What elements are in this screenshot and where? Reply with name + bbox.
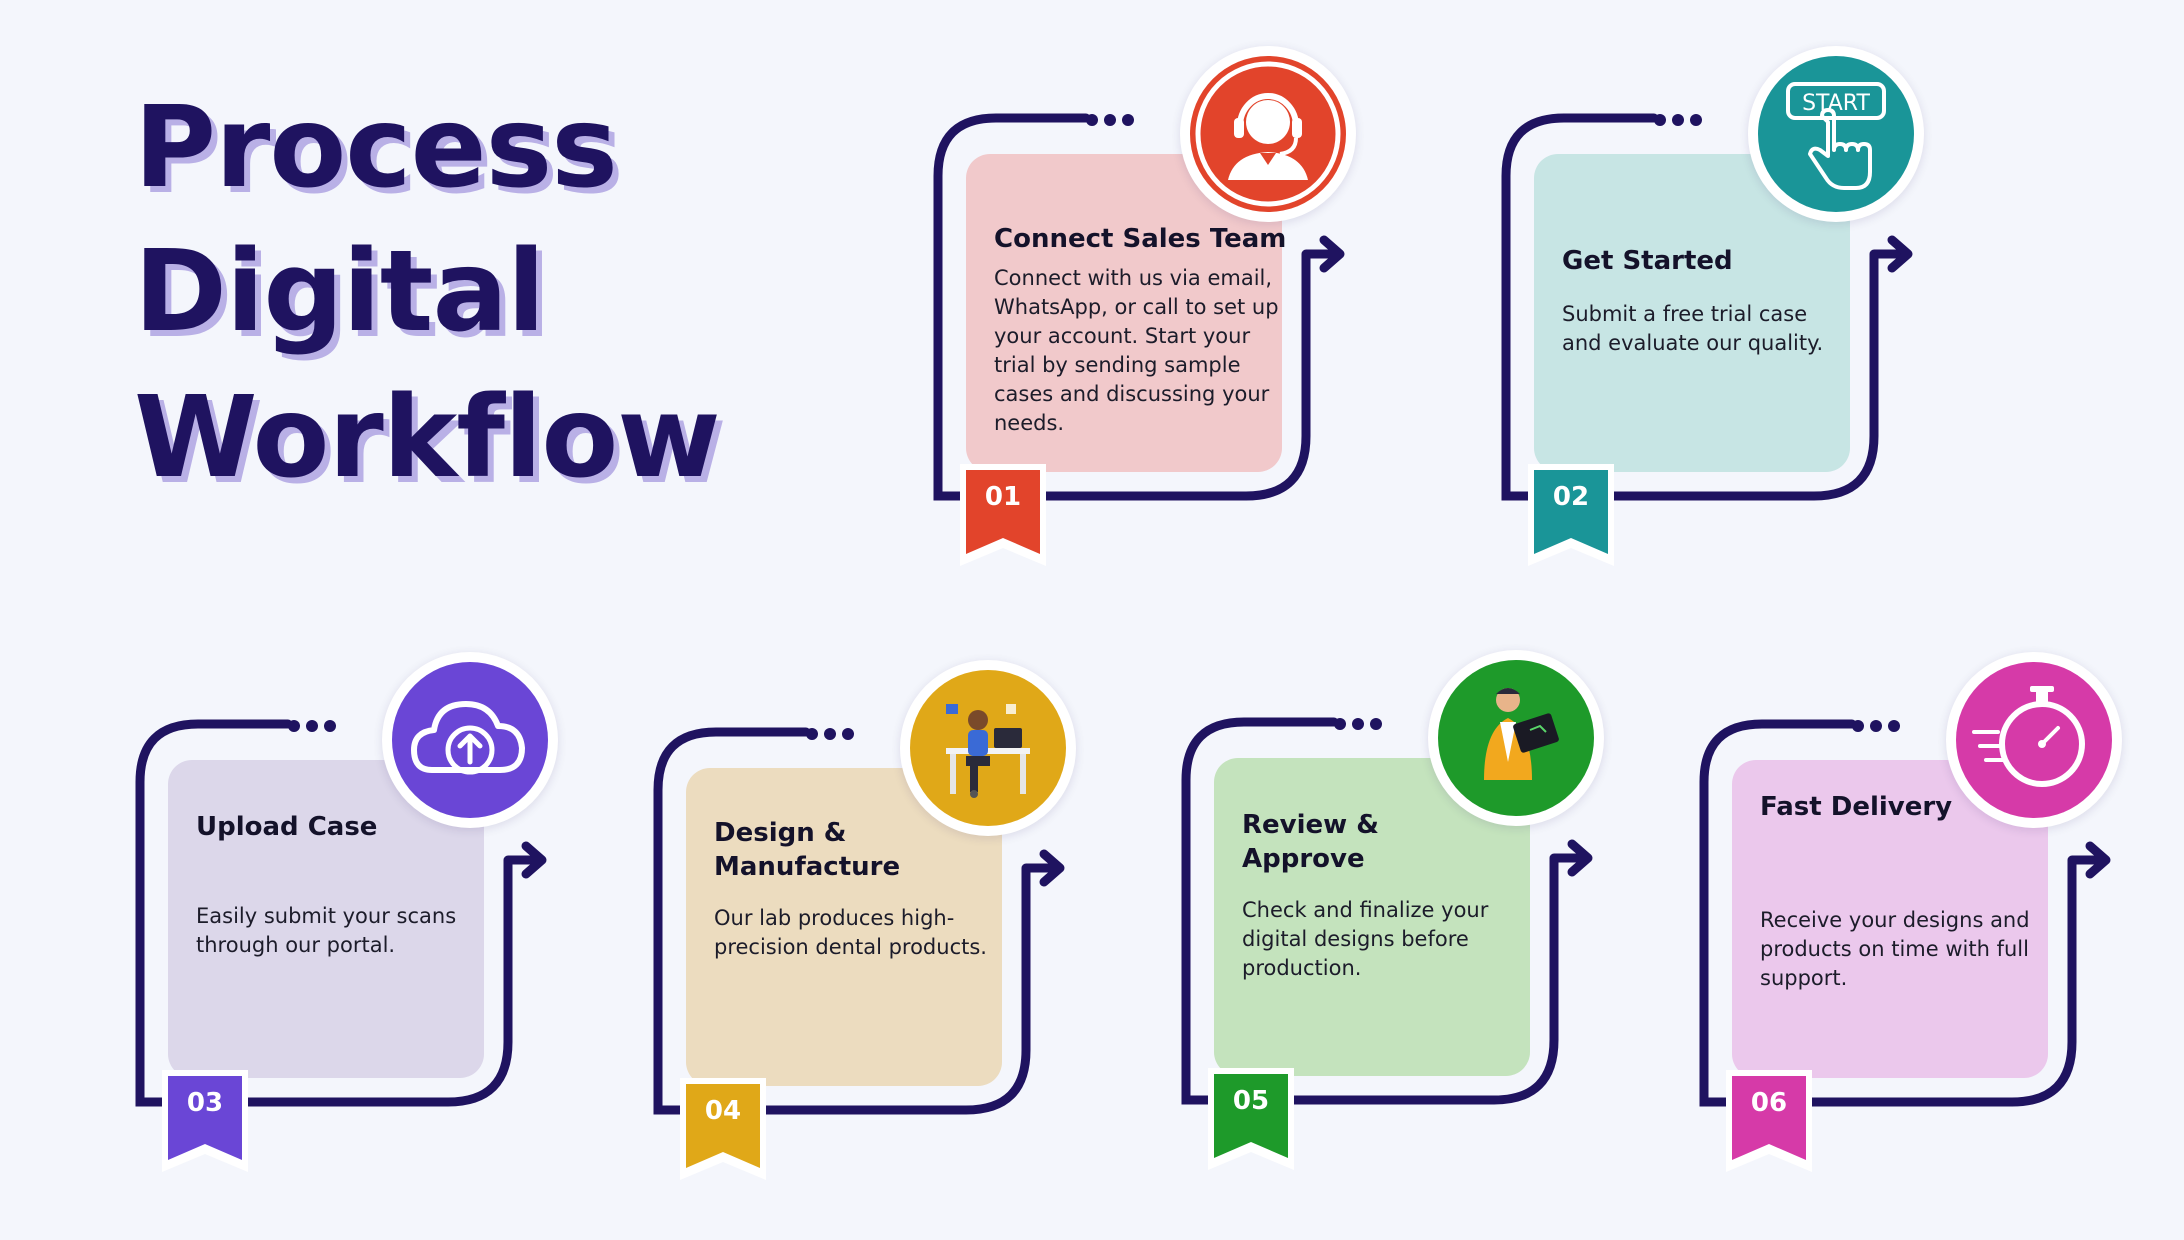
- step-frame-path: [1501, 113, 1913, 501]
- step-number: 06: [1750, 1088, 1788, 1118]
- step-icon-ring: START: [1748, 46, 1924, 222]
- step-number-badge: 06: [1726, 1070, 1812, 1172]
- step-description: Easily submit your scans through our por…: [196, 904, 457, 957]
- step-frame-path: [653, 727, 1065, 1115]
- page-title-line-1: Process: [134, 83, 618, 213]
- step-number: 04: [704, 1096, 742, 1126]
- step-number-badge: 04: [680, 1078, 766, 1180]
- start-button-click-icon: START: [1758, 56, 1914, 212]
- step-frame-path: [933, 113, 1345, 501]
- ellipsis-dots-icon: [1086, 111, 1146, 126]
- cloud-upload-icon: [392, 662, 548, 818]
- page-title-line-3: Workflow: [134, 373, 721, 503]
- ellipsis-dots-icon: [806, 725, 866, 740]
- step-number-badge: 02: [1528, 464, 1614, 566]
- step-frame-path: [1181, 717, 1593, 1105]
- step-title: Connect Sales Team: [994, 224, 1287, 254]
- step-title: Review & Approve: [1242, 810, 1379, 874]
- step-description: Our lab produces high-precision dental p…: [714, 906, 987, 959]
- step-card-5: Review & Approve Check and finalize your…: [1174, 650, 1634, 1170]
- step-icon-ring: [382, 652, 558, 828]
- step-card-6: Fast Delivery Receive your designs and p…: [1692, 652, 2152, 1172]
- headset-support-icon: [1190, 56, 1346, 212]
- step-title: Design & Manufacture: [714, 818, 901, 882]
- step-title: Get Started: [1562, 246, 1733, 276]
- step-number-badge: 05: [1208, 1068, 1294, 1170]
- ellipsis-dots-icon: [1852, 717, 1912, 732]
- ellipsis-dots-icon: [1334, 715, 1394, 730]
- step-description: Connect with us via email, WhatsApp, or …: [994, 266, 1279, 435]
- step-icon-ring: [1180, 46, 1356, 222]
- step-icon-ring: [1428, 650, 1604, 826]
- step-frame-path: [1699, 719, 2111, 1107]
- designer-at-desk-icon: [910, 670, 1066, 826]
- ellipsis-dots-icon: [288, 717, 348, 732]
- step-icon-ring: [900, 660, 1076, 836]
- page-title-line-2: Digital: [134, 227, 545, 357]
- step-number: 02: [1552, 482, 1590, 512]
- step-description: Check and finalize your digital designs …: [1242, 898, 1489, 980]
- step-frame-path: [135, 719, 547, 1107]
- step-card-4: Design & Manufacture Our lab produces hi…: [646, 660, 1106, 1180]
- svg-text:START: START: [1802, 91, 1870, 116]
- stopwatch-speed-icon: [1956, 662, 2112, 818]
- step-title: Upload Case: [196, 812, 378, 842]
- person-reviewing-tablet-icon: [1438, 660, 1594, 816]
- ellipsis-dots-icon: [1654, 111, 1714, 126]
- step-title: Fast Delivery: [1760, 792, 1953, 822]
- step-card-1: Connect Sales Team Connect with us via e…: [926, 46, 1386, 566]
- step-card-2: Get Started Submit a free trial case and…: [1494, 46, 1954, 566]
- step-number: 03: [186, 1088, 224, 1118]
- step-number: 05: [1232, 1086, 1270, 1116]
- step-number-badge: 01: [960, 464, 1046, 566]
- step-number: 01: [984, 482, 1022, 512]
- step-description: Receive your designs and products on tim…: [1760, 908, 2030, 990]
- step-number-badge: 03: [162, 1070, 248, 1172]
- step-card-3: Upload Case Easily submit your scans thr…: [128, 652, 588, 1172]
- step-icon-ring: [1946, 652, 2122, 828]
- step-description: Submit a free trial case and evaluate ou…: [1562, 302, 1824, 355]
